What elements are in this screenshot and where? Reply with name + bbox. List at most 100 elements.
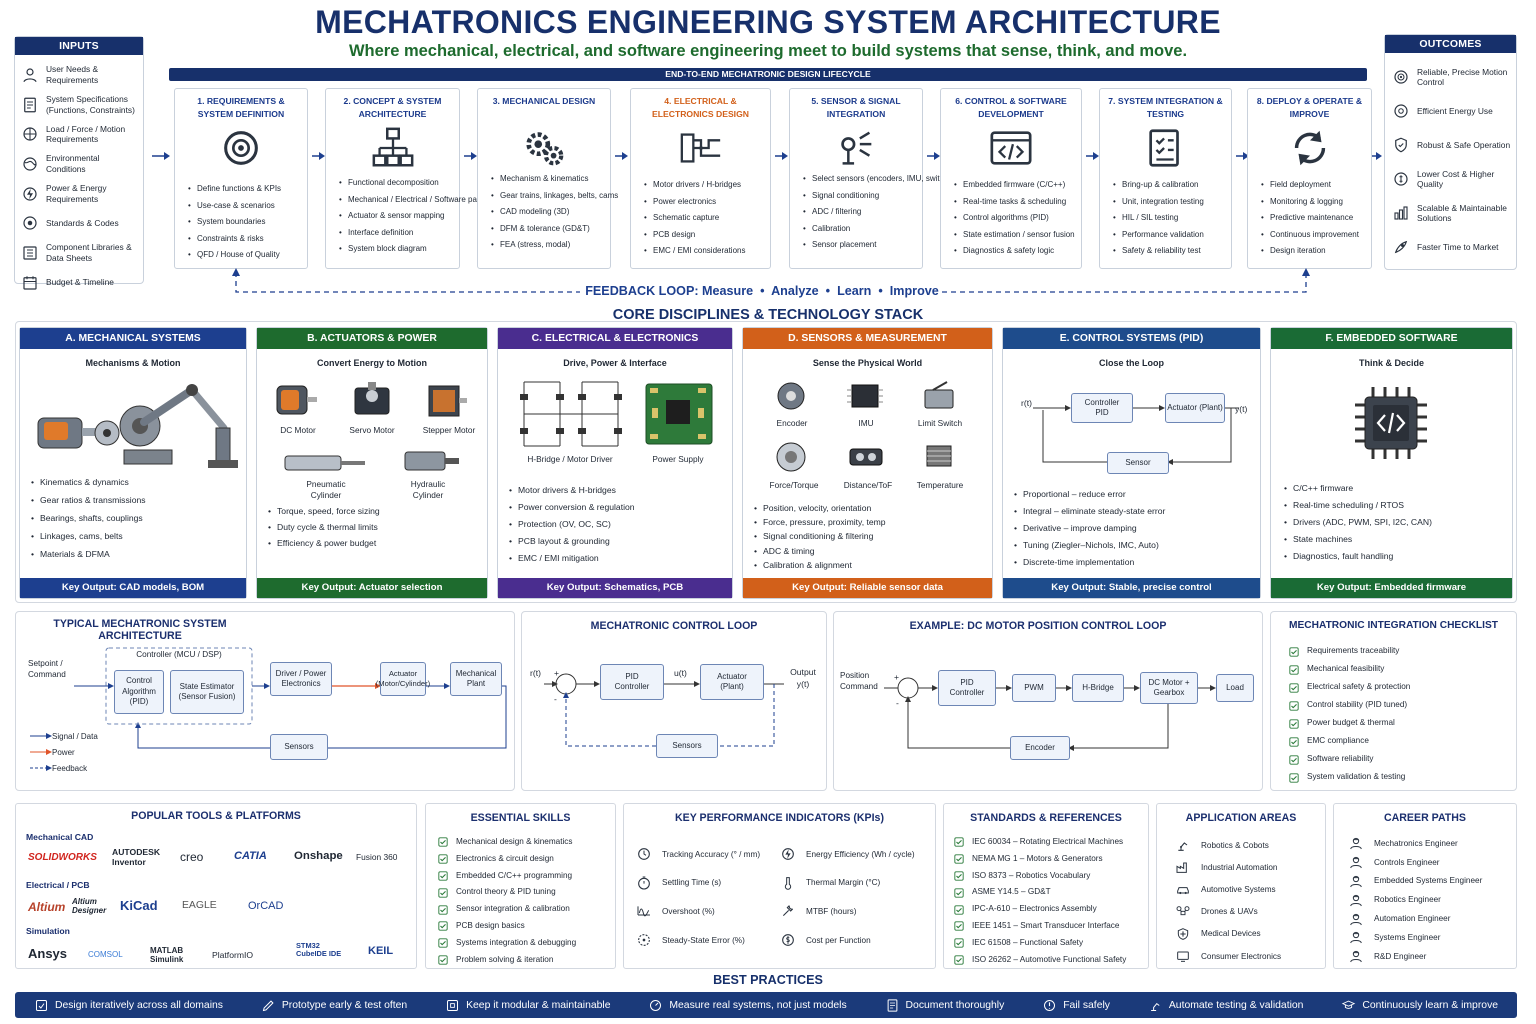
check-icon [954,888,964,898]
dc-pwm-block: PWM [1012,674,1056,702]
outcome-item: Scalable & Maintainable Solutions [1392,196,1513,230]
bullet-item: Diagnostics, fault handling [1283,548,1432,565]
bullet-item: Linkages, cams, belts [30,527,146,545]
arch-plant-block: Mechanical Plant [450,662,502,696]
learn-icon [1342,1000,1356,1009]
check-item: PCB design basics [438,918,576,935]
icon-list-item: Consumer Electronics [1175,945,1281,967]
input-item: Component Libraries & Data Sheets [21,238,140,268]
icon-list-item-label: Energy Efficiency (Wh / cycle) [806,849,915,859]
outcome-item-label: Lower Cost & Higher Quality [1417,168,1495,190]
orcad-logo: OrCAD [248,900,284,912]
cad-category-label: Mechanical CAD [26,832,94,842]
actuators-title: B. ACTUATORS & POWER [257,328,487,349]
matlab-logo: MATLAB Simulink [150,946,184,964]
eagle-logo: EAGLE [182,900,217,911]
stage-items: Motor drivers / H-bridgesPower electroni… [643,177,766,260]
legend-signal-label: Signal / Data [52,732,98,741]
tools-title: POPULAR TOOLS & PLATFORMS [131,810,301,822]
icon-list-item: Mechatronics Engineer [1348,834,1482,853]
standards-icon [23,216,37,230]
onshape-logo: Onshape [294,850,343,862]
stage-title: 1. REQUIREMENTS & SYSTEM DEFINITION [197,96,285,119]
bullet-item: Materials & DFMA [30,545,146,563]
catia-logo: CATIA [234,850,267,862]
outcome-item: Lower Cost & Higher Quality [1392,162,1513,196]
stage-title: 4. ELECTRICAL & ELECTRONICS DESIGN [652,96,749,119]
energy-icon [1394,104,1408,118]
discipline-sensors: D. SENSORS & MEASUREMENT Sense the Physi… [742,327,993,599]
stage-item: Design iteration [1260,243,1367,260]
check-item: IEEE 1451 – Smart Transducer Interface [954,918,1126,935]
lifecycle-stage-8: 8. DEPLOY & OPERATE & IMPROVE Field depl… [1247,88,1372,269]
outcome-item-label: Reliable, Precise Motion Control [1417,66,1508,88]
stage-item: Signal conditioning [802,188,918,205]
power-icon [782,848,794,861]
check-icon [1289,737,1299,747]
stage-items: Define functions & KPIsUse-case & scenar… [187,181,303,264]
icon-list-item: MTBF (hours) [780,897,915,926]
lifecycle-stage-1: 1. REQUIREMENTS & SYSTEM DEFINITION Defi… [174,88,308,269]
bullet-item: Proportional – reduce error [1013,486,1165,503]
software-title: F. EMBEDDED SOFTWARE [1271,328,1512,349]
scale-icon [1394,206,1408,220]
stage-arrow-icon [615,152,628,160]
check-icon [1289,647,1299,657]
icon-list-item: Systems Engineer [1348,928,1482,947]
disciplines-title: CORE DISCIPLINES & TECHNOLOGY STACK [612,307,924,323]
stage-item: Predictive maintenance [1260,210,1367,227]
dc-pid-block: PID Controller [938,670,996,706]
feedback-loop-label: FEEDBACK LOOP: Measure • Analyze • Learn… [585,284,939,298]
stage-item: State estimation / sensor fusion [953,227,1077,244]
input-arrow [152,152,170,160]
sensors-subtitle: Sense the Physical World [812,358,923,368]
shield-icon [1395,137,1407,153]
input-item: Load / Force / Motion Requirements [21,119,140,149]
outcomes-title: OUTCOMES [1385,35,1516,53]
best-practice-item: Keep it modular & maintainable [445,998,611,1013]
check-item-label: PCB design basics [456,920,525,930]
stage-item: Diagnostics & safety logic [953,243,1077,260]
check-item-label: Requirements traceability [1307,646,1400,655]
check-icon [954,938,964,948]
stage-arrow-icon [464,152,477,160]
check-icon [954,921,964,931]
control-items: Proportional – reduce errorIntegral – el… [1013,486,1165,571]
check-icon [438,854,448,864]
best-practice-item: Measure real systems, not just models [648,998,847,1013]
safety-icon [1044,999,1056,1011]
bullet-item: Drivers (ADC, PWM, SPI, I2C, CAN) [1283,514,1432,531]
outcome-item-label: Faster Time to Market [1417,241,1499,252]
icon-list-item-label: Steady-State Error (%) [662,935,745,945]
check-icon [438,921,448,931]
dc-hbridge-block: H-Bridge [1072,674,1124,702]
outcome-item-label: Robust & Safe Operation [1417,139,1511,150]
icon-list-item: Medical Devices [1175,923,1281,945]
bullet-item: State machines [1283,531,1432,548]
mechanical-subtitle: Mechanisms & Motion [85,358,181,368]
distance-tof-icon [849,448,883,466]
check-icon [1289,755,1299,765]
icon-list-item-label: Overshoot (%) [662,906,715,916]
temperature-icon [926,445,952,467]
loop-u-label: u(t) [674,668,687,678]
check-item: IEC 61508 – Functional Safety [954,935,1126,952]
icon-list-item: Automotive Systems [1175,878,1281,900]
check-item: Systems integration & debugging [438,935,576,952]
icon-list-item: Tracking Accuracy (° / mm) [636,840,760,869]
pcb-board-icon [645,383,713,445]
check-item: IPC-A-610 – Electronics Assembly [954,901,1126,918]
stage-item: Bring-up & calibration [1112,177,1227,194]
stage-arrow-icon [1236,152,1249,160]
check-icon [1289,719,1299,729]
icon-list-item-label: Tracking Accuracy (° / mm) [662,849,761,859]
power-icon [23,186,37,201]
stage-item: Define functions & KPIs [187,181,303,198]
check-item-label: IEC 60034 – Rotating Electrical Machines [972,837,1124,846]
electrical-items: Motor drivers & H-bridgesPower conversio… [508,482,635,567]
stepper-motor-label: Stepper Motor [422,425,476,435]
mechanism-illustration-icon [37,384,238,468]
icon-list-item: Energy Efficiency (Wh / cycle) [780,840,915,869]
